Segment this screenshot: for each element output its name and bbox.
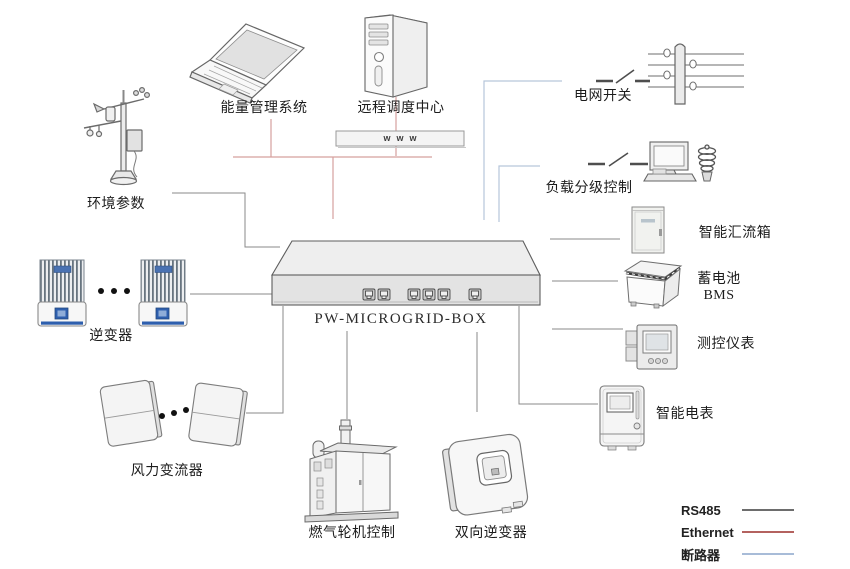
ellipsis-dots-inverter	[98, 288, 130, 294]
combiner-box-figure	[631, 206, 665, 254]
internet-bar-figure	[335, 130, 466, 148]
legend-label-rs485: RS485	[681, 502, 721, 518]
monitor-icon	[643, 141, 697, 182]
link-environment	[172, 192, 280, 248]
label-load-control: 负载分级控制	[545, 181, 633, 196]
rj45-port-icon	[377, 288, 391, 301]
smart-meter-figure	[599, 385, 645, 451]
link-load-control	[498, 165, 540, 222]
bidirectional-inverter-figure	[442, 433, 529, 516]
rs485-links	[172, 192, 623, 419]
link-smart-meter	[518, 306, 598, 405]
legend-label-ethernet: Ethernet	[681, 524, 734, 540]
label-smart-meter: 智能电表	[656, 407, 714, 422]
wind-converter-figure-2	[188, 382, 248, 447]
legend-label-breaker: 断路器	[681, 547, 721, 563]
rj45-port-icon	[437, 288, 451, 301]
label-combiner-box: 智能汇流箱	[698, 226, 772, 241]
label-battery-bms: 蓄电池 BMS	[669, 272, 769, 304]
legend-row-rs485: RS485	[681, 499, 795, 521]
label-dispatch-center: 远程调度中心	[357, 101, 445, 116]
wind-converter-figure-1	[99, 379, 163, 447]
legend-row-ethernet: Ethernet	[681, 521, 795, 543]
inverter-figure-2	[138, 259, 188, 327]
legend-line-breaker	[742, 553, 794, 555]
label-battery-line1: 蓄电池	[697, 272, 741, 287]
rj45-port-row	[362, 288, 482, 301]
link-wind-converter	[246, 306, 284, 414]
label-bidirectional-inverter: 双向逆变器	[454, 526, 528, 541]
label-battery-line2: BMS	[703, 288, 735, 303]
label-gas-turbine: 燃气轮机控制	[308, 526, 396, 541]
label-environment: 环境参数	[87, 197, 145, 212]
label-www: www	[383, 133, 423, 143]
utility-pole-figure	[648, 43, 744, 105]
rj45-port-icon	[362, 288, 376, 301]
weather-station-figure	[83, 86, 151, 186]
grid-switch-icon	[596, 69, 650, 84]
legend: RS485 Ethernet 断路器	[681, 499, 795, 565]
desktop-tower-figure	[364, 14, 428, 98]
label-instrument: 测控仪表	[697, 337, 755, 352]
laptop-figure	[189, 23, 306, 104]
rj45-port-icon	[468, 288, 482, 301]
inverter-figure-1	[37, 259, 87, 327]
rj45-port-icon	[407, 288, 421, 301]
legend-line-ethernet	[742, 531, 794, 533]
label-microgrid-box: PW-MICROGRID-BOX	[314, 311, 488, 327]
label-wind-converter: 风力变流器	[130, 464, 204, 479]
rj45-port-icon	[422, 288, 436, 301]
gas-turbine-figure	[304, 419, 399, 523]
breaker-links	[483, 80, 562, 222]
legend-row-breaker: 断路器	[681, 543, 795, 565]
link-grid-switch	[483, 80, 562, 220]
battery-figure	[623, 260, 683, 309]
cfl-bulb-icon	[697, 144, 717, 182]
ellipsis-dots-wind	[159, 407, 189, 419]
legend-line-rs485	[742, 509, 794, 511]
label-inverter: 逆变器	[89, 329, 133, 344]
instrument-figure	[625, 324, 678, 370]
microgrid-box-figure	[271, 240, 541, 306]
label-grid-switch: 电网开关	[574, 89, 632, 104]
load-switch-icon	[588, 152, 648, 167]
label-energy-mgmt: 能量管理系统	[220, 101, 308, 116]
